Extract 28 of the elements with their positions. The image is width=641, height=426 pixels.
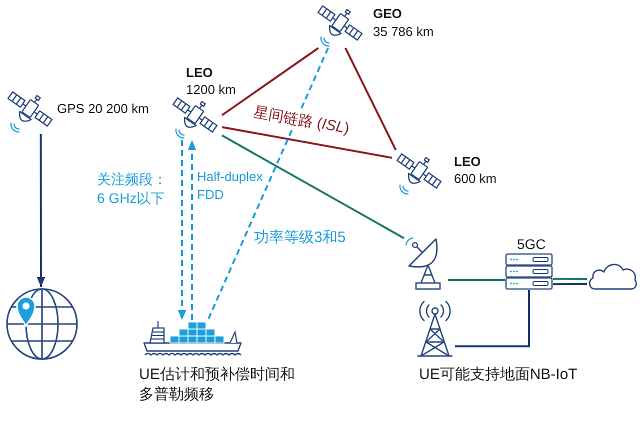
orbit-label: LEO — [454, 153, 481, 170]
link-line — [222, 134, 404, 240]
arrow — [36, 134, 46, 287]
arrow — [188, 140, 196, 320]
arrow — [178, 140, 186, 320]
link-line — [222, 126, 392, 159]
altitude-label: 1200 km — [186, 81, 236, 98]
link-line — [207, 48, 330, 320]
edge-label: 关注频段：6 GHz以下 — [96, 170, 168, 208]
orbit-label: LEO — [186, 64, 213, 81]
cell-tower-icon — [415, 299, 455, 358]
server-icon — [505, 253, 553, 290]
altitude-label: GPS 20 200 km — [57, 100, 149, 117]
link-line — [221, 47, 319, 116]
link-line — [344, 48, 397, 150]
link-line — [455, 290, 530, 348]
edge-label: Half-duplex FDD — [196, 168, 264, 204]
altitude-label: 35 786 km — [373, 23, 434, 40]
link-line — [553, 283, 587, 286]
link-line — [553, 278, 587, 280]
orbit-label: GEO — [373, 5, 402, 22]
node-label: UE估计和预补偿时间和多普勒频移 — [139, 365, 296, 405]
edge-label: 功率等级3和5 — [253, 229, 347, 247]
altitude-label: 600 km — [454, 170, 497, 187]
globe-pin-icon — [5, 287, 79, 361]
node-label: UE可能支持地面NB-IoT — [419, 365, 578, 385]
link-line — [448, 279, 505, 281]
node-label: 5GC — [517, 236, 546, 253]
